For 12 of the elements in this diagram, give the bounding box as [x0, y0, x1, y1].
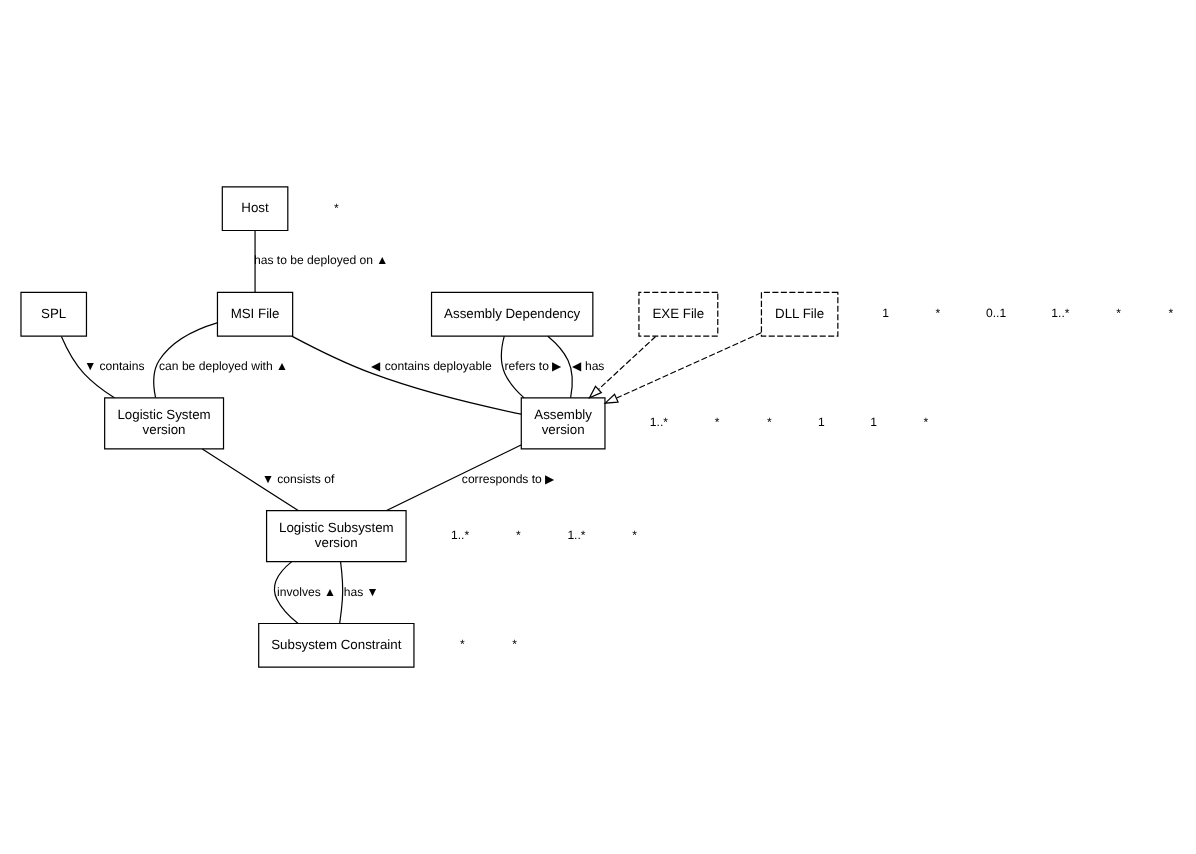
- connector: [547, 335, 573, 399]
- connector: [201, 448, 299, 512]
- connector: [273, 561, 299, 625]
- connector: [500, 335, 525, 399]
- connector: [153, 322, 218, 399]
- connector: [254, 230, 256, 293]
- connector: [385, 444, 522, 512]
- connector: [339, 561, 344, 624]
- connector: [291, 335, 522, 415]
- connector: [60, 335, 115, 399]
- arrow: [588, 335, 657, 399]
- arrow: [603, 332, 762, 404]
